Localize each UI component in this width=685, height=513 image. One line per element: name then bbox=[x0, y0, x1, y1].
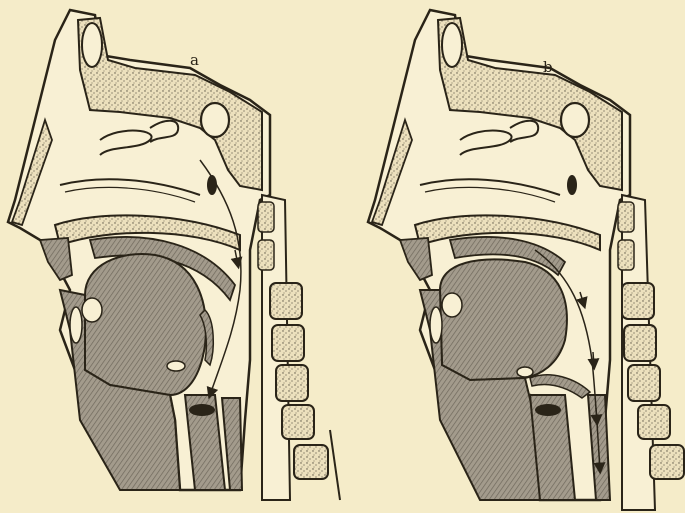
frontal-sinus bbox=[442, 23, 462, 67]
vertebra-4 bbox=[272, 325, 304, 361]
vertebra-6 bbox=[282, 405, 314, 439]
thyroid-cartilage bbox=[189, 404, 215, 416]
vertebra-6 bbox=[638, 405, 670, 439]
lip-small bbox=[442, 293, 462, 317]
vertebra-7 bbox=[650, 445, 684, 479]
vertebra-7 bbox=[294, 445, 328, 479]
frontal-sinus bbox=[82, 23, 102, 67]
vertebra-1 bbox=[258, 202, 274, 232]
lower-incisor bbox=[430, 307, 442, 343]
sphenoid-sinus bbox=[201, 103, 229, 137]
vertebra-2 bbox=[618, 240, 634, 270]
panel-a: a bbox=[8, 10, 340, 500]
upper-lip bbox=[40, 238, 72, 280]
panel-label-b: b bbox=[543, 58, 553, 76]
lip-small bbox=[82, 298, 102, 322]
hyoid bbox=[517, 367, 533, 377]
vertebra-1 bbox=[618, 202, 634, 232]
panel-b: b bbox=[368, 10, 684, 510]
sphenoid-sinus bbox=[561, 103, 589, 137]
vertebra-5 bbox=[276, 365, 308, 401]
swallow-arrow-b-mid3 bbox=[596, 408, 597, 422]
hyoid bbox=[167, 361, 185, 371]
swallow-arrow-b-mid2 bbox=[593, 352, 594, 366]
vertebra-3 bbox=[622, 283, 654, 319]
tongue bbox=[440, 259, 567, 380]
vertebra-2 bbox=[258, 240, 274, 270]
vertebra-4 bbox=[624, 325, 656, 361]
eustachian-opening bbox=[567, 175, 577, 195]
tongue bbox=[85, 254, 206, 395]
neck-back-a bbox=[330, 430, 340, 500]
panel-label-a: a bbox=[190, 51, 199, 69]
lower-incisor bbox=[70, 307, 82, 343]
thyroid-cartilage bbox=[535, 404, 561, 416]
vertebra-3 bbox=[270, 283, 302, 319]
upper-lip bbox=[400, 238, 432, 280]
vertebra-5 bbox=[628, 365, 660, 401]
